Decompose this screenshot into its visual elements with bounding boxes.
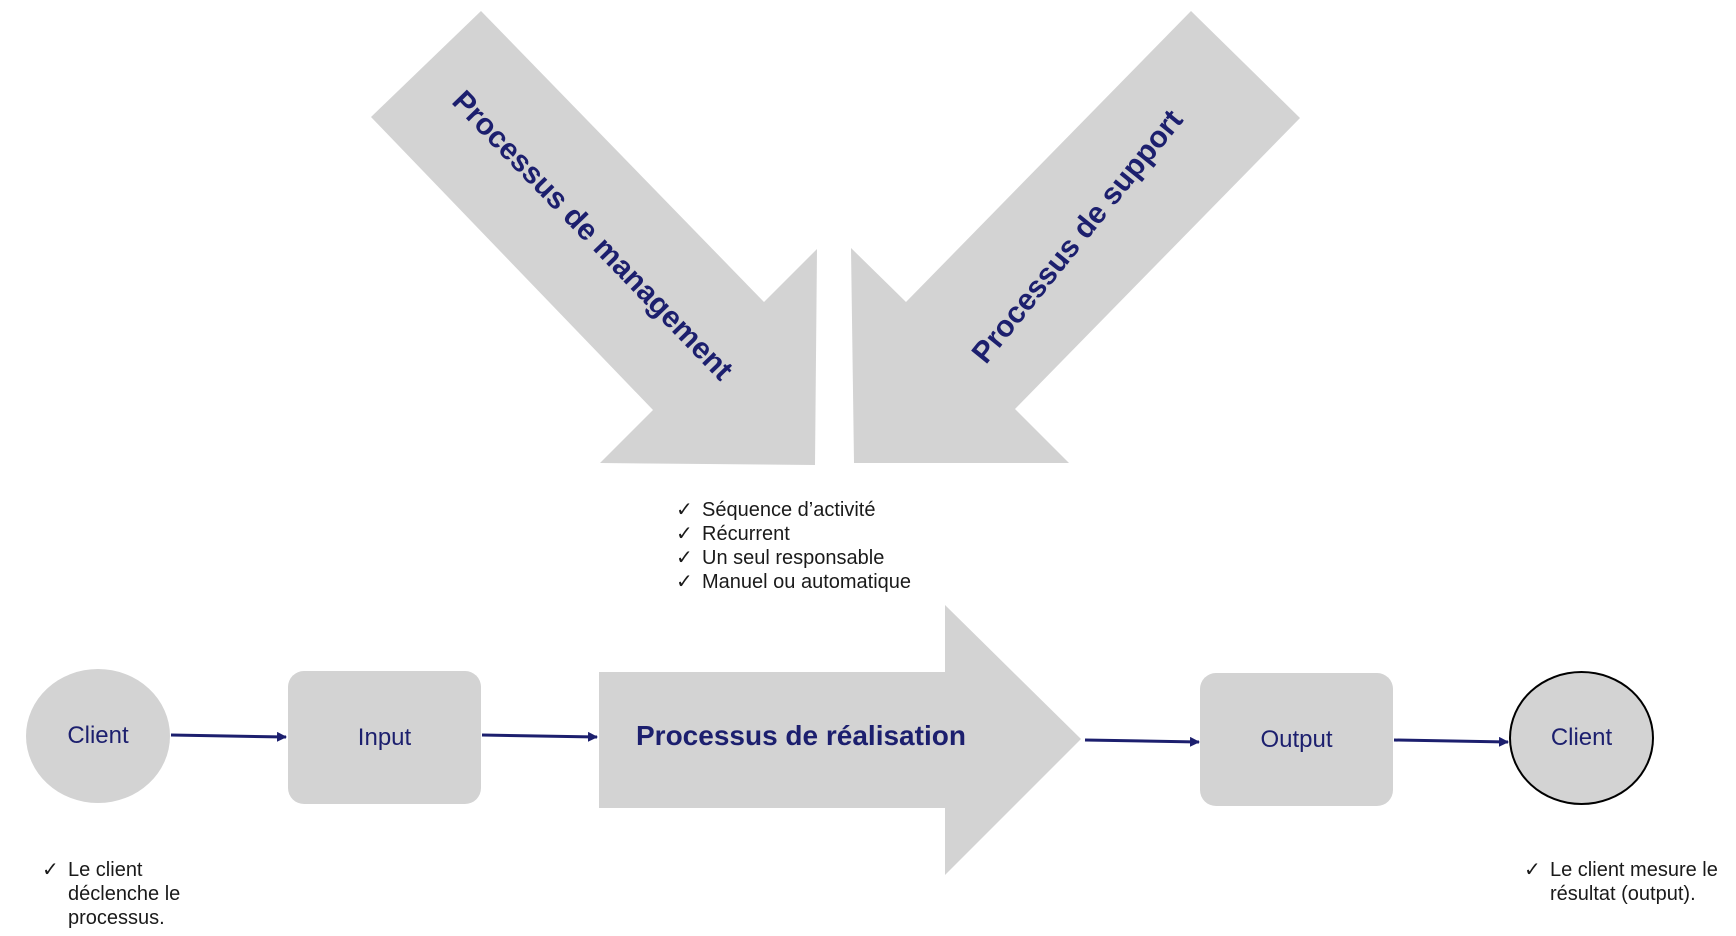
list-item-text: Un seul responsable bbox=[702, 547, 885, 569]
check-icon: ✓ bbox=[676, 499, 693, 521]
check-icon: ✓ bbox=[676, 523, 693, 545]
list-item-text: Manuel ou automatique bbox=[702, 571, 912, 593]
note-line: Le client mesure le bbox=[1550, 859, 1718, 881]
connector-realisation-output bbox=[1084, 736, 1200, 747]
input-node: Input bbox=[288, 671, 481, 804]
output-label: Output bbox=[1260, 725, 1333, 753]
note-line: déclenche le bbox=[68, 883, 181, 905]
check-icon: ✓ bbox=[676, 547, 693, 569]
list-item: ✓ Séquence d’activité bbox=[676, 498, 911, 522]
characteristics-list: ✓ Séquence d’activité ✓ Récurrent ✓ Un seul… bbox=[676, 498, 911, 594]
connector-output-client bbox=[1393, 736, 1509, 747]
realisation-arrow-label: Processus de réalisation bbox=[636, 720, 966, 751]
note-text: Le client déclenche le processus. bbox=[68, 858, 180, 930]
note-line: processus. bbox=[68, 907, 165, 929]
list-item: ✓ Le client déclenche le processus. bbox=[42, 858, 180, 930]
support-process-arrow bbox=[851, 11, 1300, 463]
list-item-text: Récurrent bbox=[702, 523, 790, 545]
connector-client-input bbox=[170, 731, 287, 742]
note-text: Le client mesure le résultat (output). bbox=[1550, 858, 1718, 906]
management-process-arrow bbox=[371, 11, 817, 465]
realisation-process-arrow bbox=[599, 605, 1081, 875]
check-icon: ✓ bbox=[676, 571, 693, 593]
client-end-node: Client bbox=[1509, 671, 1654, 805]
list-item: ✓ Manuel ou automatique bbox=[676, 570, 911, 594]
client-start-note: ✓ Le client déclenche le processus. bbox=[42, 858, 180, 930]
note-line: résultat (output). bbox=[1550, 883, 1696, 905]
list-item: ✓ Le client mesure le résultat (output). bbox=[1524, 858, 1718, 906]
client-start-node: Client bbox=[26, 669, 170, 803]
input-label: Input bbox=[357, 723, 412, 751]
output-node: Output bbox=[1200, 673, 1393, 806]
check-icon: ✓ bbox=[1524, 859, 1541, 881]
list-item: ✓ Un seul responsable bbox=[676, 546, 911, 570]
list-item-text: Séquence d’activité bbox=[702, 499, 876, 521]
connector-input-realisation bbox=[481, 731, 598, 742]
client-end-note: ✓ Le client mesure le résultat (output). bbox=[1524, 858, 1718, 906]
client-end-label: Client bbox=[1550, 724, 1613, 751]
list-item: ✓ Récurrent bbox=[676, 522, 911, 546]
note-line: Le client bbox=[68, 859, 143, 881]
client-start-label: Client bbox=[67, 722, 129, 749]
check-icon: ✓ bbox=[42, 859, 59, 881]
